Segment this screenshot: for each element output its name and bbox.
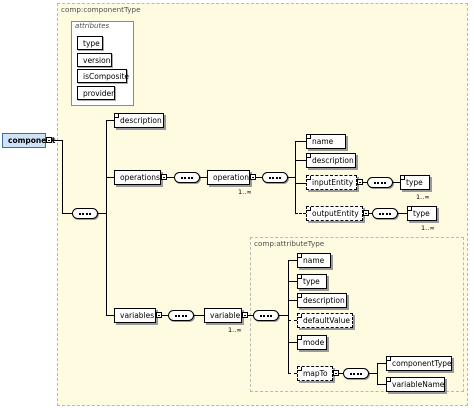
map-variable-name-element[interactable]: variableName xyxy=(386,377,445,392)
connector xyxy=(393,182,400,183)
connector xyxy=(288,281,297,282)
connector xyxy=(194,315,204,316)
attribute-type-label: comp:attributeType xyxy=(254,239,325,248)
connector xyxy=(106,315,114,316)
connector xyxy=(288,320,297,321)
connector xyxy=(295,141,296,213)
sequence-icon xyxy=(367,177,393,188)
input-type-element[interactable]: type xyxy=(400,175,430,190)
input-type-cardinality: 1..∞ xyxy=(416,193,430,201)
connector xyxy=(62,213,72,214)
operation-expand-icon[interactable] xyxy=(250,174,256,180)
attribute-type[interactable]: type xyxy=(77,36,103,50)
variable-cardinality: 1..∞ xyxy=(228,326,242,334)
component-type-label: comp:componentType xyxy=(61,5,141,14)
operation-name-element[interactable]: name xyxy=(306,134,346,149)
description-element[interactable]: description xyxy=(114,113,164,128)
operation-element[interactable]: operation xyxy=(207,170,250,185)
connector xyxy=(339,373,343,374)
connector xyxy=(106,120,114,121)
output-type-cardinality: 1..∞ xyxy=(421,224,435,232)
connector xyxy=(295,141,306,142)
variable-element[interactable]: variable xyxy=(204,308,242,323)
connector xyxy=(167,177,174,178)
connector xyxy=(288,373,297,374)
connector xyxy=(288,300,297,301)
sequence-icon xyxy=(343,368,369,379)
output-entity-element[interactable]: outputEntity xyxy=(306,206,363,221)
variables-element[interactable]: variables xyxy=(114,308,156,323)
sequence-icon xyxy=(262,172,288,183)
connector xyxy=(288,260,297,261)
connector xyxy=(62,140,63,213)
operations-expand-icon[interactable] xyxy=(161,174,167,180)
variable-description-element[interactable]: description xyxy=(297,293,347,308)
output-type-element[interactable]: type xyxy=(407,206,437,221)
default-value-element[interactable]: defaultValue xyxy=(297,313,353,328)
connector xyxy=(162,315,168,316)
connector xyxy=(295,160,306,161)
connector xyxy=(98,213,106,214)
mode-element[interactable]: mode xyxy=(297,335,327,350)
input-entity-expand-icon[interactable] xyxy=(357,179,363,185)
connector xyxy=(106,120,107,315)
connector xyxy=(295,213,306,214)
connector xyxy=(377,363,386,364)
connector xyxy=(398,213,407,214)
sequence-icon xyxy=(372,208,398,219)
sequence-icon xyxy=(168,310,194,321)
sequence-icon xyxy=(72,208,98,219)
operations-element[interactable]: operations xyxy=(114,170,161,185)
variable-type-element[interactable]: type xyxy=(297,274,327,289)
output-entity-expand-icon[interactable] xyxy=(363,210,369,216)
connector xyxy=(288,177,295,178)
connector xyxy=(200,177,207,178)
attribute-iscomposite[interactable]: isComposite xyxy=(77,69,129,83)
connector xyxy=(279,315,288,316)
map-to-element[interactable]: mapTo xyxy=(297,366,333,381)
connector xyxy=(256,177,262,178)
attribute-provider[interactable]: provider xyxy=(77,86,115,100)
variables-expand-icon[interactable] xyxy=(156,312,162,318)
connector xyxy=(363,182,367,183)
connector xyxy=(295,183,306,184)
attributes-title: attributes xyxy=(75,22,110,30)
variable-expand-icon[interactable] xyxy=(242,312,248,318)
component-element[interactable]: component xyxy=(2,133,55,148)
operation-cardinality: 1..∞ xyxy=(238,188,252,196)
connector xyxy=(288,260,289,373)
connector xyxy=(288,342,297,343)
sequence-icon xyxy=(253,310,279,321)
connector xyxy=(377,384,386,385)
component-expand-icon[interactable] xyxy=(46,137,52,143)
map-component-type-element[interactable]: componentType xyxy=(386,356,452,371)
connector xyxy=(369,373,377,374)
connector xyxy=(369,213,372,214)
connector xyxy=(52,140,62,141)
connector xyxy=(106,177,114,178)
map-to-expand-icon[interactable] xyxy=(333,370,339,376)
connector xyxy=(248,315,253,316)
connector xyxy=(377,363,378,384)
variable-name-element[interactable]: name xyxy=(297,253,331,268)
sequence-icon xyxy=(174,172,200,183)
input-entity-element[interactable]: inputEntity xyxy=(306,175,357,190)
attribute-version[interactable]: version xyxy=(77,53,112,67)
operation-description-element[interactable]: description xyxy=(306,153,356,168)
